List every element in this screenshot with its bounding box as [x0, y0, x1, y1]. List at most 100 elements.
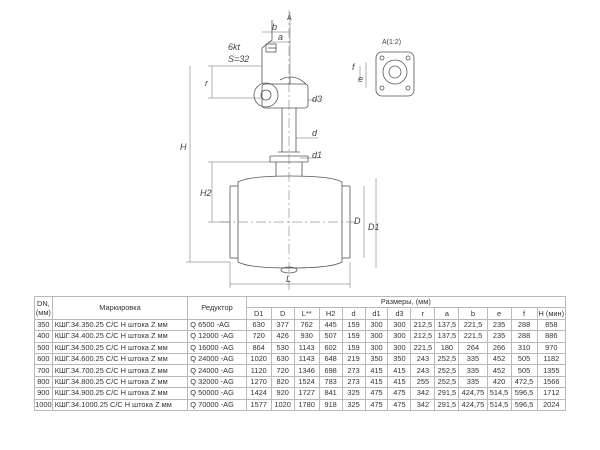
cell-value: 1143: [293, 341, 320, 354]
cell-marking: КШГ.34.800.25 С/С Н штока Z мм: [51, 375, 189, 389]
cell-marking: КШГ.34.1000.25 С/С Н штока Z мм: [51, 398, 189, 411]
cell-value: 342: [410, 387, 436, 400]
cell-value: 514,5: [486, 387, 512, 400]
cell-value: 1270: [245, 375, 272, 389]
cell-value: 720: [245, 330, 272, 343]
cell-marking: КШГ.34.400.25 С/С Н штока Z мм: [51, 330, 189, 343]
cell-value: 235: [486, 330, 512, 343]
cell-value: 424,75: [458, 387, 488, 400]
subheader-D1: D1: [245, 307, 272, 320]
dim-6kt: 6kt: [228, 42, 241, 52]
cell-value: 472,5: [510, 375, 538, 389]
cell-value: 300: [387, 318, 412, 332]
view-marker: A: [287, 15, 292, 22]
cell-value: 415: [364, 375, 389, 389]
cell-value: 288: [510, 330, 538, 343]
cell-dn: 400: [34, 330, 53, 343]
cell-value: 2024: [536, 398, 567, 411]
cell-value: 530: [270, 341, 295, 354]
cell-value: 1346: [293, 364, 320, 377]
cell-value: 335: [458, 375, 488, 389]
cell-reducer: Q 6500 -AG: [187, 318, 247, 332]
cell-value: 820: [270, 375, 295, 389]
cell-value: 970: [536, 341, 567, 354]
cell-value: 1780: [293, 398, 320, 411]
cell-value: 288: [510, 318, 538, 332]
cell-value: 596,5: [510, 398, 538, 411]
cell-value: 1566: [536, 375, 567, 389]
view-a-label: A(1:2): [382, 39, 401, 46]
cell-value: 243: [410, 364, 436, 377]
cell-value: 335: [458, 352, 488, 366]
cell-reducer: Q 12000 -AG: [187, 330, 247, 343]
cell-value: 377: [270, 318, 295, 332]
subheader-d3: d3: [387, 307, 412, 320]
subheader-D: D: [270, 307, 295, 320]
cell-value: 886: [536, 330, 567, 343]
cell-value: 505: [510, 364, 538, 377]
cell-value: 291,5: [434, 387, 460, 400]
subheader-f: f: [510, 307, 538, 320]
cell-value: 342: [410, 398, 436, 411]
cell-value: 159: [341, 330, 366, 343]
cell-value: 415: [387, 364, 412, 377]
cell-marking: КШГ.34.900.25 С/С Н штока Z мм: [51, 387, 189, 400]
cell-value: 291,5: [434, 398, 460, 411]
subheader-b: b: [458, 307, 488, 320]
dim-a: a: [278, 32, 283, 42]
cell-value: 475: [364, 398, 389, 411]
cell-value: 252,5: [434, 364, 460, 377]
cell-value: 762: [293, 318, 320, 332]
cell-value: 212,5: [410, 330, 436, 343]
cell-value: 300: [364, 341, 389, 354]
cell-value: 235: [486, 318, 512, 332]
cell-value: 630: [270, 352, 295, 366]
cell-value: 252,5: [434, 352, 460, 366]
cell-value: 221,5: [458, 318, 488, 332]
cell-marking: КШГ.34.700.25 С/С Н штока Z мм: [51, 364, 189, 377]
cell-value: 1712: [536, 387, 567, 400]
cell-dn: 1000: [34, 398, 53, 411]
cell-value: 300: [364, 318, 389, 332]
cell-value: 1143: [293, 352, 320, 366]
cell-dn: 700: [34, 364, 53, 377]
cell-reducer: Q 50000 -AG: [187, 387, 247, 400]
cell-value: 475: [364, 387, 389, 400]
cell-value: 452: [486, 364, 512, 377]
dim-f: f: [352, 62, 356, 72]
cell-value: 159: [341, 318, 366, 332]
cell-value: 300: [364, 330, 389, 343]
cell-value: 514,5: [486, 398, 512, 411]
cell-value: 720: [270, 364, 295, 377]
header-sizes: Размеры, (мм): [245, 295, 567, 309]
cell-value: 1577: [245, 398, 272, 411]
cell-value: 505: [510, 352, 538, 366]
cell-value: 264: [458, 341, 488, 354]
cell-dn: 600: [34, 352, 53, 366]
cell-value: 930: [293, 330, 320, 343]
subheader-d1: d1: [364, 307, 389, 320]
cell-value: 1524: [293, 375, 320, 389]
cell-value: 630: [245, 318, 272, 332]
dim-H: H: [180, 142, 187, 152]
cell-value: 159: [341, 341, 366, 354]
cell-value: 1355: [536, 364, 567, 377]
cell-value: 452: [486, 352, 512, 366]
header-dn: DN, (мм): [34, 296, 53, 320]
cell-marking: КШГ.34.500.25 С/С Н штока Z мм: [51, 341, 189, 354]
cell-reducer: Q 32000 -AG: [187, 375, 247, 389]
dim-b: b: [272, 22, 277, 32]
subheader-r: r: [410, 307, 436, 320]
cell-dn: 350: [34, 318, 53, 332]
cell-value: 221,5: [458, 330, 488, 343]
cell-value: 415: [364, 364, 389, 377]
cell-value: 137,5: [434, 318, 460, 332]
dim-D: D: [354, 216, 361, 226]
technical-drawing: b a A 6kt S=32 r d3 d d1 H H2 D D1 L A(1…: [180, 10, 415, 290]
cell-value: 475: [387, 387, 412, 400]
